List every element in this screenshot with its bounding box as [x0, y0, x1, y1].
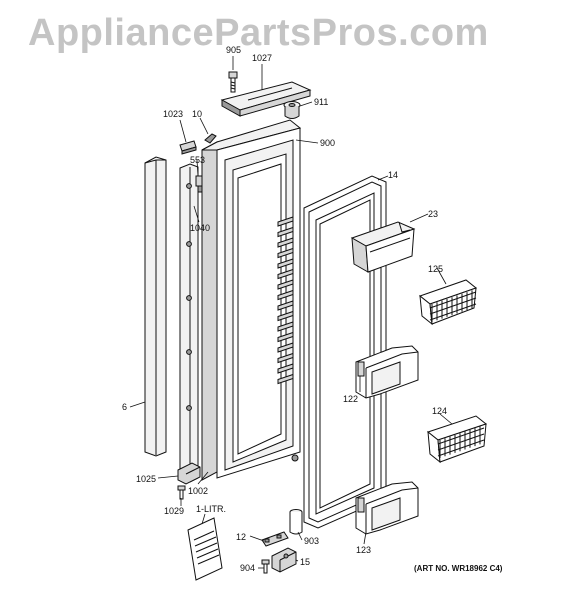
liner-rib	[277, 226, 294, 238]
part-12-clip	[261, 531, 289, 547]
part-15-hinge	[271, 547, 297, 573]
part-1025-hinge	[177, 462, 201, 485]
liner-rib	[277, 247, 294, 259]
liner-rib	[277, 268, 294, 280]
callout-123: 123	[356, 545, 371, 555]
callout-1-litr: 1-LITR.	[196, 504, 226, 514]
callout-911: 911	[314, 97, 328, 107]
callout-903: 903	[304, 536, 319, 546]
callout-10: 10	[192, 109, 202, 119]
liner-rib	[277, 216, 294, 227]
callouts: 905 1027 911 1023 10 900 553 14 23 1040 …	[122, 45, 503, 573]
liner-rib	[277, 363, 294, 374]
liner-rib	[277, 352, 294, 364]
callout-125: 125	[428, 264, 443, 274]
part-literature	[187, 517, 223, 581]
liner-rib	[277, 300, 294, 311]
part-122-bracket	[355, 345, 419, 399]
part-903-post	[289, 509, 303, 535]
leader-lines	[129, 56, 453, 569]
callout-124: 124	[432, 406, 447, 416]
part-14-gasket	[303, 175, 387, 529]
basket-wire	[429, 297, 477, 315]
liner-rib	[277, 331, 294, 343]
liner-rib	[277, 342, 294, 353]
part-1027-top-cap	[220, 81, 312, 117]
callout-1029: 1029	[164, 506, 184, 516]
liner-rib	[277, 258, 294, 269]
watermark: AppliancePartsPros.com	[28, 12, 489, 54]
liner-rib	[277, 373, 294, 385]
callout-14: 14	[388, 170, 398, 180]
liner-rib	[277, 237, 294, 248]
liner-rib	[277, 321, 294, 332]
basket-wire	[429, 291, 477, 309]
part-1040-channel	[179, 163, 199, 483]
callout-1040: 1040	[190, 223, 210, 233]
callout-1027: 1027	[252, 53, 272, 63]
callout-905: 905	[226, 45, 241, 55]
part-1029-screw	[177, 485, 186, 500]
callout-1023: 1023	[163, 109, 183, 119]
part-23-bin	[350, 221, 416, 273]
callout-904: 904	[240, 563, 255, 573]
liner-rib	[277, 310, 294, 322]
part-911-bushing	[283, 101, 301, 119]
callout-122: 122	[343, 394, 358, 404]
basket-wire	[437, 439, 485, 457]
part-123-bracket	[355, 481, 419, 535]
part-904-screw	[261, 559, 270, 574]
callout-553: 553	[190, 155, 205, 165]
callout-1002: 1002	[188, 486, 208, 496]
art-number: (ART NO. WR18962 C4)	[414, 564, 503, 573]
liner-rib	[277, 289, 294, 301]
callout-12: 12	[236, 532, 246, 542]
part-1023-bracket	[179, 140, 197, 155]
callout-1025: 1025	[136, 474, 156, 484]
basket-wire	[437, 433, 485, 451]
callout-15: 15	[300, 557, 310, 567]
basket-wire	[437, 427, 485, 445]
liner-rib	[277, 279, 294, 290]
liner-ribs	[277, 216, 294, 385]
callout-900: 900	[320, 138, 335, 148]
callout-23: 23	[428, 209, 438, 219]
part-6-strip	[144, 156, 167, 457]
part-125-basket	[418, 279, 478, 326]
part-900-door	[201, 119, 302, 481]
part-124-basket	[426, 415, 488, 464]
callout-6: 6	[122, 402, 127, 412]
part-905-screw	[228, 71, 238, 93]
basket-wire	[429, 303, 477, 321]
